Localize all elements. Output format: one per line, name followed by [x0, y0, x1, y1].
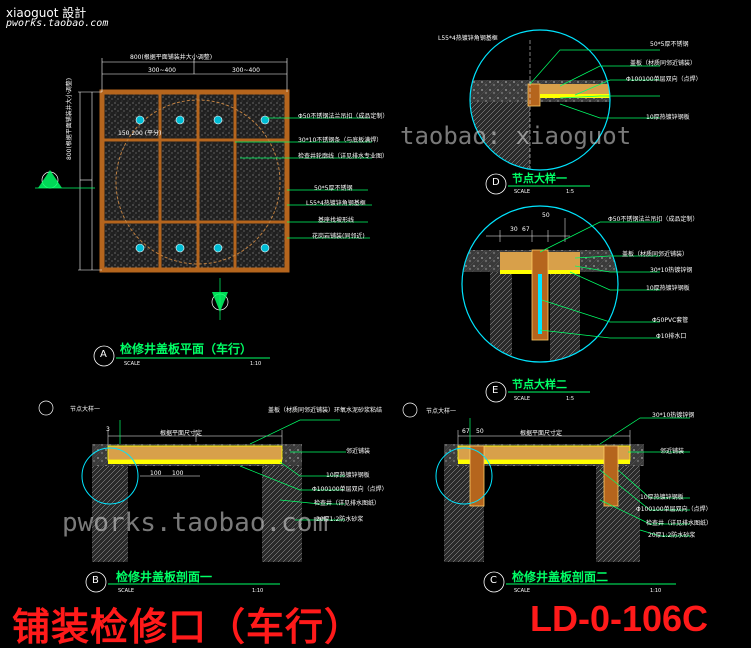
view-e-marker: E: [492, 385, 499, 396]
watermark-center: taobao: xiaoguot: [400, 122, 632, 150]
e-dim-1: 30: [510, 226, 518, 233]
view-d-scale: 1:5: [566, 189, 575, 195]
e-note-6: Φ10排水口: [656, 333, 687, 340]
b-dim: 根据平面尺寸定: [160, 430, 203, 437]
e-note-2: 盖板（材质同邻近铺装）: [622, 251, 689, 258]
c-note-3: 10厚热镀锌钢板: [640, 494, 684, 501]
d-note-1: L55*4热镀锌角钢基框: [438, 35, 498, 42]
view-b-scale: 1:10: [252, 588, 264, 594]
view-a-scale-label: SCALE: [124, 361, 141, 367]
view-d-title: 节点大样一: [512, 172, 567, 185]
watermark-url: pworks.taobao.com: [6, 18, 109, 29]
e-note-4: 10厚热镀锌钢板: [646, 285, 690, 292]
plan-grid: [102, 92, 287, 270]
b-note-5: 检查井（详见排水图纸）: [314, 500, 381, 507]
d-note-5: 10厚热镀锌钢板: [646, 114, 690, 121]
plan-note-1: Φ50不锈钢法兰吊扣（成品定制）: [298, 113, 389, 120]
section-view-c: [402, 402, 690, 593]
plan-dim-left: 300~400: [148, 67, 176, 74]
c-note-4: Φ100100单层双向（点焊）: [636, 506, 712, 513]
view-e-scale-label: SCALE: [514, 396, 531, 402]
b-dim-100a: 100: [150, 470, 162, 477]
view-b-scale-label: SCALE: [118, 588, 135, 594]
b-top-ref: 节点大样一: [70, 406, 101, 413]
plan-dim-side: 800(根据平面铺装井大小调整): [66, 77, 73, 160]
view-a-title: 检修井盖板平面（车行）: [120, 342, 253, 356]
view-c-title: 检修井盖板剖面二: [512, 570, 609, 584]
view-e-scale: 1:5: [566, 396, 575, 402]
b-note-2: 邻近铺装: [346, 448, 371, 455]
detail-view-d: [469, 29, 660, 195]
plan-note-7: 花岗岩铺装(同邻近): [312, 233, 365, 240]
b-note-4: Φ100100单层双向（点焊）: [312, 486, 388, 493]
plan-leaders: [235, 117, 372, 239]
c-note-1: 30*10热镀锌钢: [652, 412, 695, 419]
plan-dim-top: 800(根据平面铺装井大小调整): [130, 54, 213, 61]
e-dim-3: 50: [542, 212, 550, 219]
d-note-4: Φ100100单层双向（点焊）: [626, 76, 702, 83]
plan-outer-frame: [99, 89, 290, 273]
b-note-6: 20厚1:2防水砂浆: [316, 516, 364, 523]
sheet-title: 铺装检修口（车行）: [12, 605, 364, 648]
d-note-3: 盖板（材质同邻近铺装）: [630, 60, 697, 67]
view-a-scale: 1:10: [250, 361, 262, 367]
view-a-marker-circle: [93, 345, 115, 367]
section-marker-c: [211, 278, 229, 320]
plan-view-a: [35, 58, 372, 367]
view-a-marker: A: [100, 349, 107, 360]
e-note-1: Φ50不锈钢法兰吊扣（成品定制）: [608, 216, 699, 223]
view-c-marker: C: [490, 575, 497, 586]
c-note-6: 20厚1:2防水砂浆: [648, 532, 696, 539]
e-note-5: Φ50PVC套管: [652, 317, 689, 324]
plan-note-5: L55*4热镀锌角钢基框: [306, 200, 366, 207]
e-note-3: 30*10热镀锌钢: [650, 267, 693, 274]
plan-dimensions: [78, 58, 288, 271]
b-note-1: 盖板（材质同邻近铺装）环氧水泥砂浆粘结: [268, 407, 383, 414]
plan-dim-right: 300~400: [232, 67, 260, 74]
sheet-number: LD-0-106C: [530, 598, 709, 639]
detail-view-e: [461, 205, 660, 403]
plan-note-4: 50*5厚不锈钢: [314, 185, 353, 192]
c-dim-67: 67: [462, 428, 470, 435]
watermark-bottom: pworks.taobao.com: [62, 508, 329, 538]
watermark-brand: xiaoguot 設計: [6, 6, 87, 20]
section-marker-b: [35, 170, 95, 189]
plan-note-2: 30*10不锈钢条（与底板满焊）: [298, 137, 383, 144]
view-d-marker: D: [492, 177, 500, 188]
section-view-b: [38, 400, 346, 593]
view-c-scale: 1:10: [650, 588, 662, 594]
plan-note-6: 基座找坡形线: [318, 217, 355, 224]
well-outline: [115, 99, 281, 265]
d-note-2: 50*5厚不锈钢: [650, 41, 689, 48]
c-dim-50: 50: [476, 428, 484, 435]
view-c-scale-label: SCALE: [514, 588, 531, 594]
c-note-5: 检查井（详见排水图纸）: [646, 520, 713, 527]
b-dim-3: 3: [106, 426, 110, 433]
view-e-title: 节点大样二: [512, 378, 567, 391]
plan-dim-small: 150 200 (平分): [118, 130, 162, 137]
b-dim-100b: 100: [172, 470, 184, 477]
plan-note-3: 检查井轮廓线（详见排水专业图）: [298, 153, 389, 160]
c-top-ref: 节点大样一: [426, 408, 457, 415]
b-note-3: 10厚热镀锌钢板: [326, 472, 370, 479]
view-d-scale-label: SCALE: [514, 189, 531, 195]
e-dim-2: 67: [522, 226, 530, 233]
c-note-2: 邻近铺装: [660, 448, 685, 455]
view-b-marker: B: [92, 575, 99, 586]
view-b-title: 检修井盖板剖面一: [116, 570, 213, 584]
c-dim: 根据平面尺寸定: [520, 430, 563, 437]
lifting-rings: [135, 115, 270, 253]
